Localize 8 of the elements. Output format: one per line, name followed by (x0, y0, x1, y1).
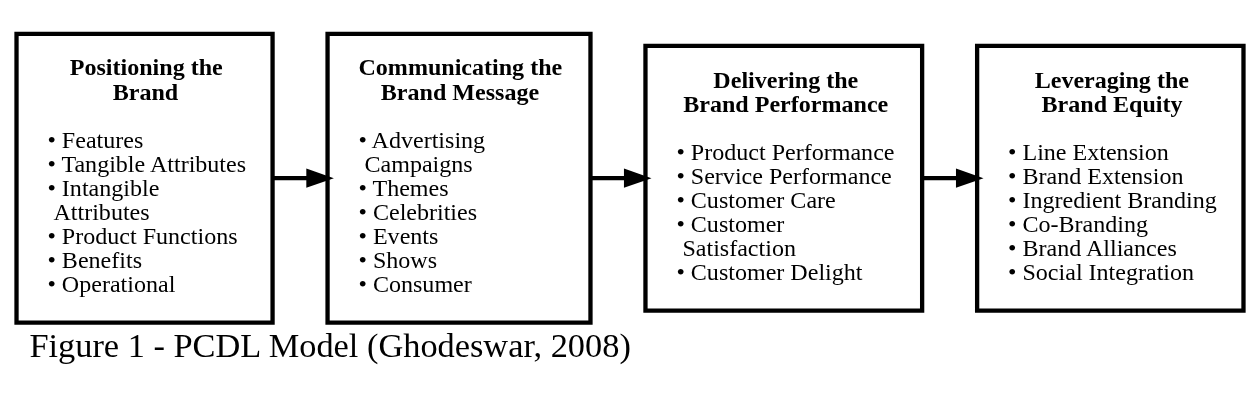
node-box: Communicating the Brand Message • Advertising Campaigns • Themes • Celebrities • Events • Shows • Consumer (325, 31, 593, 325)
caption: Figure 1 - PCDL Model (Ghodeswar, 2008) (29, 325, 631, 364)
arrow (590, 168, 652, 188)
node-box: Delivering the Brand Performance • Product Performance • Service Performance • Customer Care • Customer Satisfaction • Customer Delight (643, 43, 925, 313)
node-box: Leveraging the Brand Equity • Line Extension • Brand Extension • Ingredient Branding • Co-Branding • Brand Alliances • Social Integration (975, 43, 1246, 313)
node-box: Positioning the Brand • Features • Tangible Attributes • Intangible Attributes • Product Functions • Benefits • Operational (14, 31, 275, 325)
arrow (272, 168, 334, 188)
arrow (922, 168, 984, 188)
